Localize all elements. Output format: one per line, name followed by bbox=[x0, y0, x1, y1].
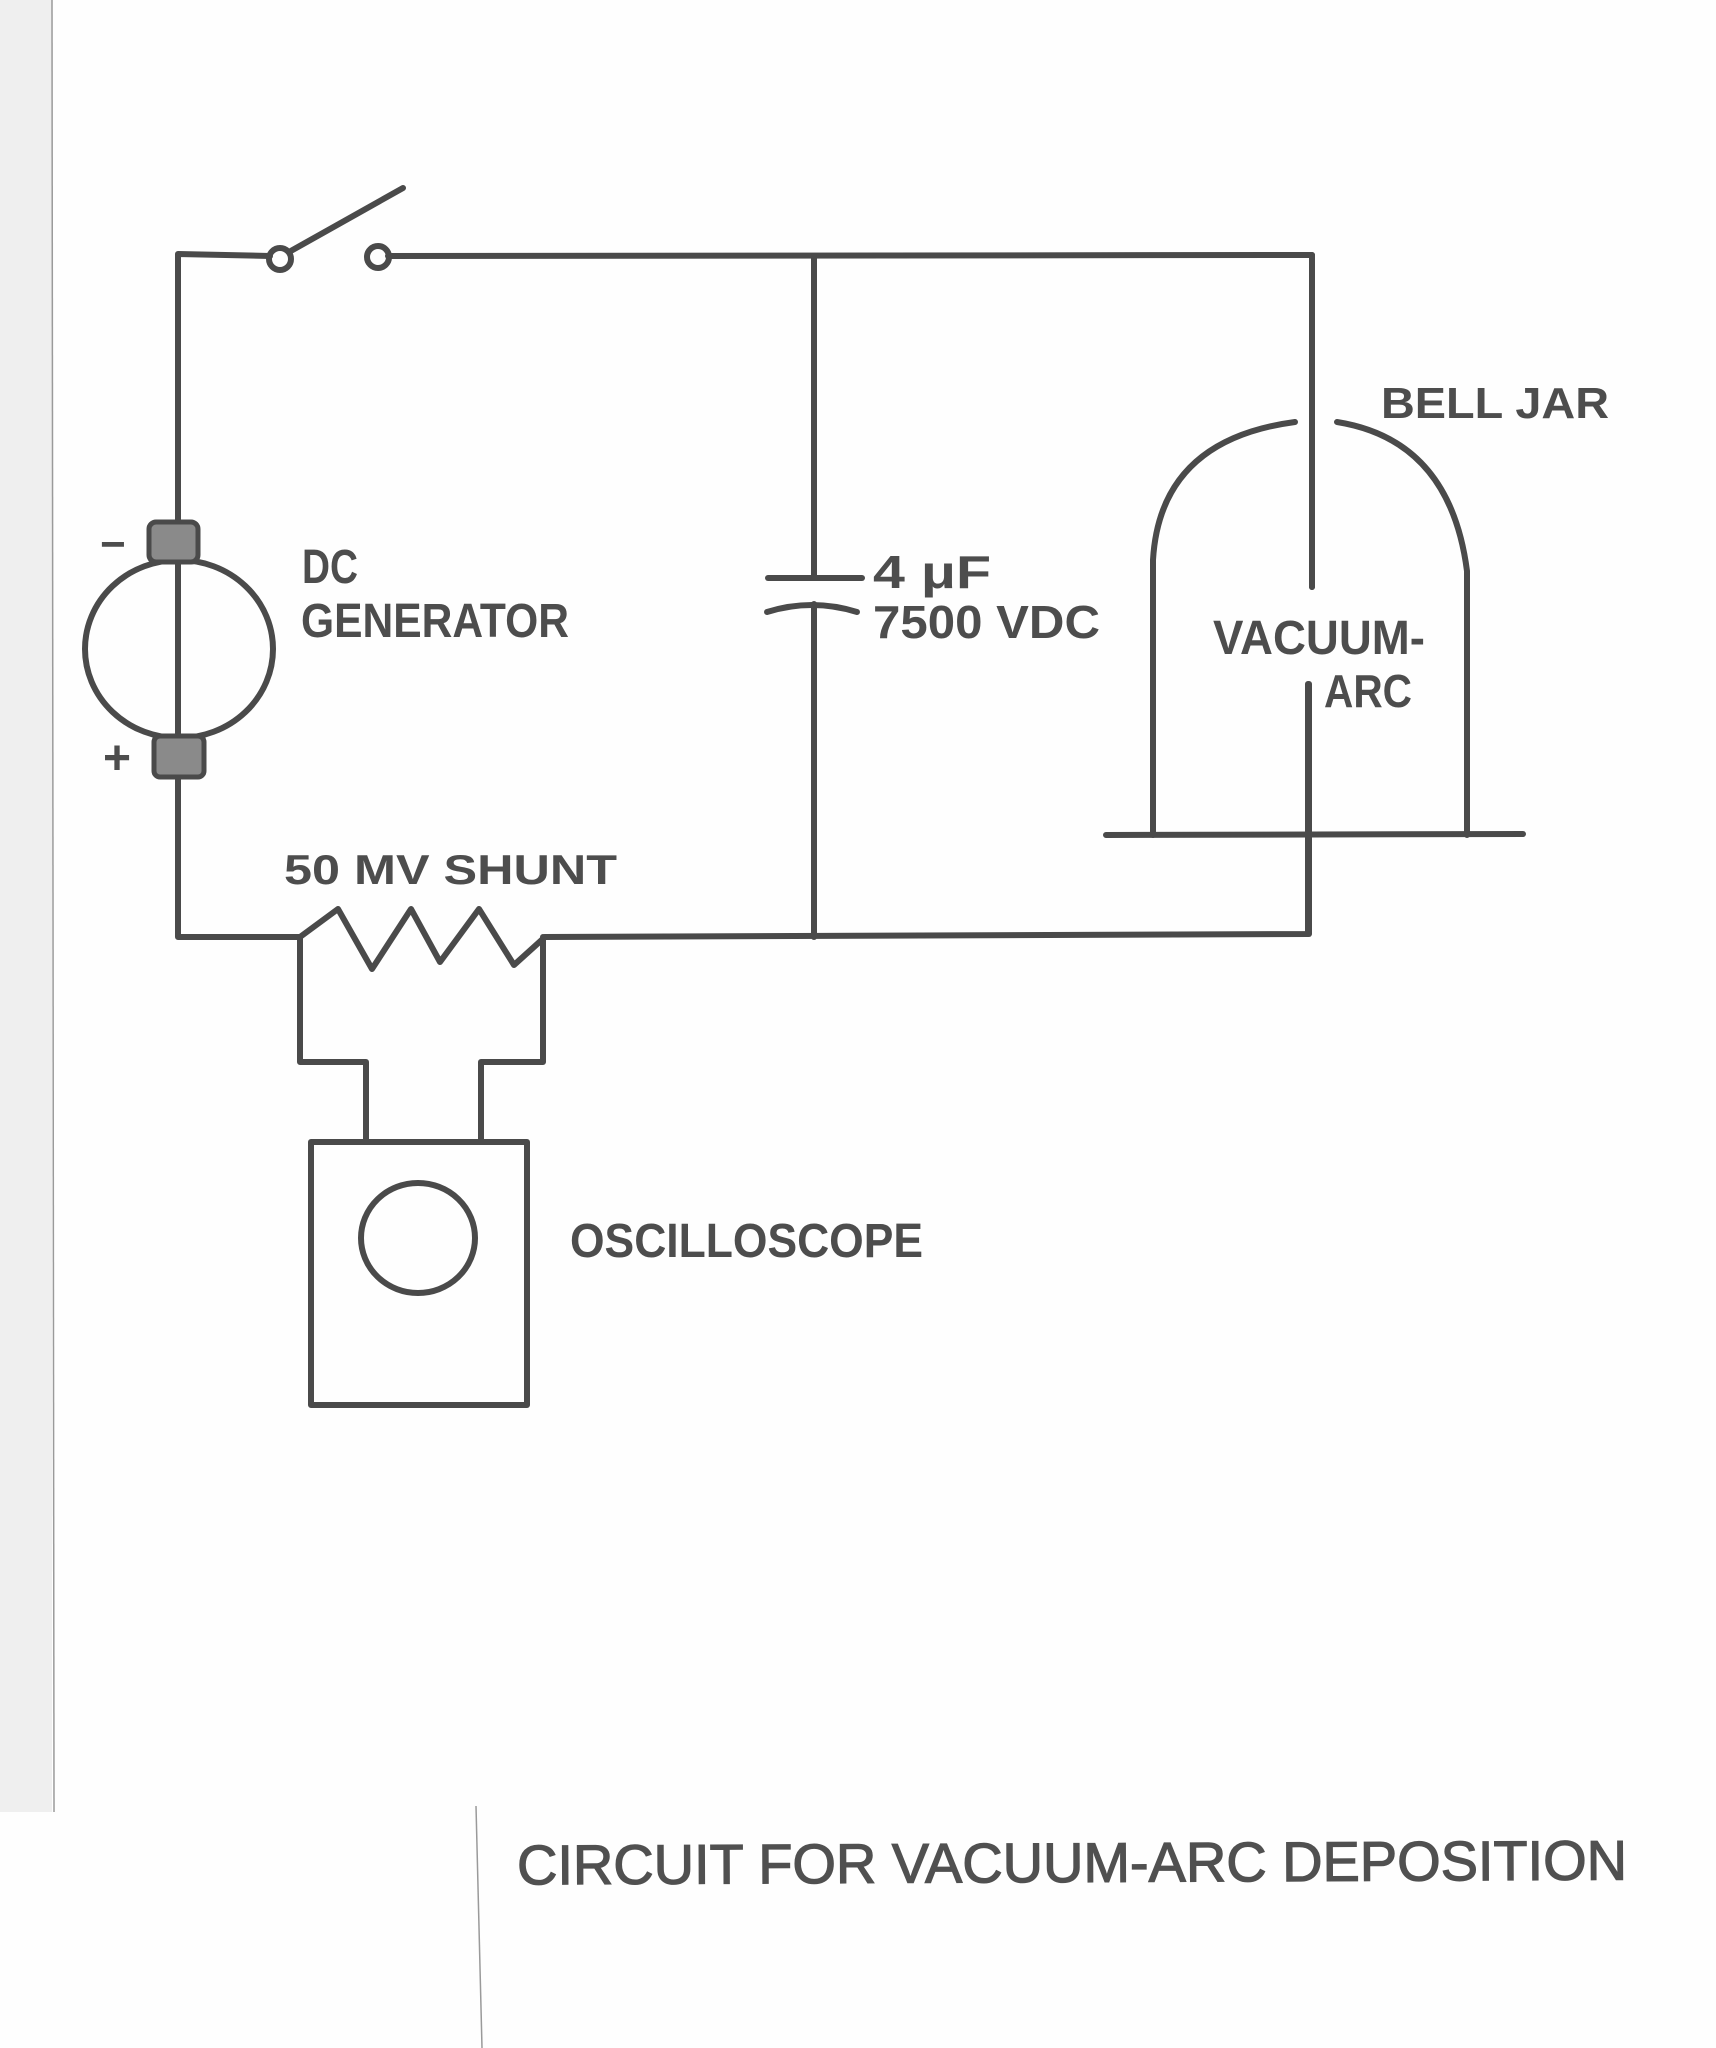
shunt-zigzag bbox=[297, 906, 548, 972]
switch-contact-right bbox=[364, 243, 392, 271]
generator-label-line2: GENERATOR bbox=[301, 595, 569, 648]
bell-jar-base bbox=[1103, 831, 1526, 838]
vacuum-arc-label-line1: VACUUM- bbox=[1213, 612, 1425, 665]
shunt-label: 50 MV SHUNT bbox=[284, 846, 617, 893]
vacuum-arc-label-line2: ARC bbox=[1324, 665, 1412, 717]
voltage-rating-label: 7500 VDC bbox=[873, 596, 1100, 648]
positive-terminal bbox=[151, 733, 207, 780]
scope-lead-left bbox=[297, 934, 369, 1145]
top-right-wire bbox=[385, 252, 1315, 590]
oscilloscope: OSCILLOSCOPE bbox=[308, 1139, 923, 1408]
oscilloscope-screen bbox=[358, 1180, 478, 1296]
bell-jar-right-wall bbox=[1334, 419, 1470, 838]
bell-jar-left-wall bbox=[1150, 419, 1298, 838]
capacitor: 4 μF 7500 VDC bbox=[764, 253, 1100, 940]
left-wire-upper bbox=[175, 251, 273, 745]
oscilloscope-label: OSCILLOSCOPE bbox=[570, 1215, 923, 1268]
figure-caption: CIRCUIT FOR VACUUM-ARC DEPOSITION bbox=[517, 1829, 1627, 1897]
shunt-resistor: 50 MV SHUNT bbox=[284, 846, 617, 972]
oscilloscope-body bbox=[308, 1139, 530, 1408]
scope-lead-right bbox=[478, 934, 546, 1145]
dc-generator: − + DC GENERATOR bbox=[82, 519, 569, 785]
scan-shadow-strip bbox=[0, 0, 52, 1812]
capacitance-label: 4 μF bbox=[873, 546, 991, 598]
bottom-right-wire bbox=[542, 681, 1311, 940]
bell-jar: BELL JAR VACUUM- ARC bbox=[1103, 252, 1609, 937]
switch[interactable] bbox=[266, 185, 406, 273]
top-wire bbox=[175, 251, 1315, 745]
left-wire-lower bbox=[175, 775, 303, 940]
paper-overlap-edge bbox=[475, 1805, 483, 2048]
scan-edge-line bbox=[51, 0, 55, 1813]
switch-blade[interactable] bbox=[286, 185, 406, 255]
positive-sign: + bbox=[103, 732, 131, 785]
negative-terminal bbox=[146, 519, 201, 565]
generator-label-line1: DC bbox=[302, 541, 358, 594]
switch-contact-left bbox=[266, 245, 294, 273]
negative-sign: − bbox=[100, 520, 126, 569]
bell-jar-label: BELL JAR bbox=[1381, 379, 1609, 428]
